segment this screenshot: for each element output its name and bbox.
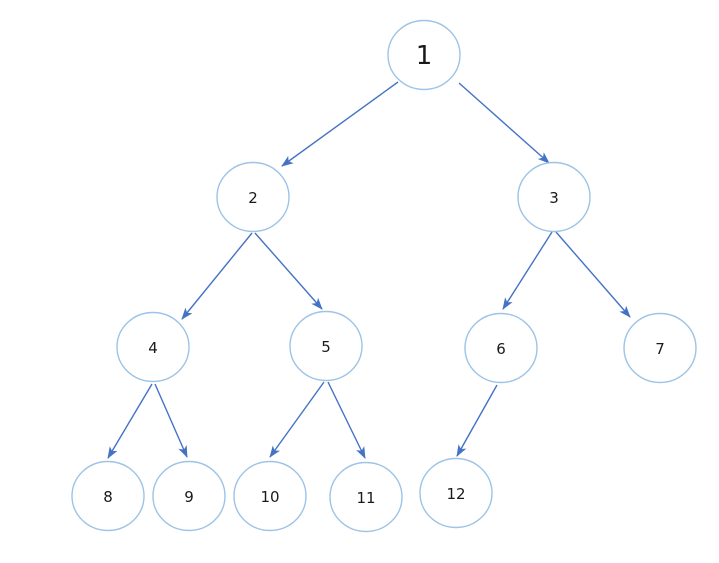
- edge-5-11: [327, 381, 366, 459]
- tree-node-5: 5: [289, 310, 363, 382]
- tree-node-7: 7: [623, 312, 697, 384]
- edge-6-12: [456, 384, 498, 457]
- tree-node-8: 8: [71, 460, 145, 532]
- tree-node-10: 10: [233, 460, 307, 532]
- node-label-10: 10: [260, 488, 279, 506]
- node-circle-3: [517, 161, 591, 233]
- edge-2-5: [254, 232, 323, 310]
- tree-node-12: 12: [419, 457, 493, 529]
- node-label-11: 11: [356, 489, 375, 507]
- node-label-6: 6: [496, 340, 506, 358]
- node-label-7: 7: [655, 340, 665, 358]
- node-circle-11: [329, 461, 403, 533]
- tree-node-6: 6: [464, 312, 538, 384]
- edges-layer: [107, 81, 631, 459]
- edge-1-2: [281, 81, 399, 167]
- edge-2-4: [181, 232, 253, 320]
- node-circle-2: [216, 161, 290, 233]
- edge-3-7: [555, 231, 631, 318]
- node-circle-8: [71, 460, 145, 532]
- node-circle-6: [464, 312, 538, 384]
- node-circle-1: [387, 19, 461, 91]
- node-label-3: 3: [549, 189, 559, 207]
- node-circle-9: [152, 460, 226, 532]
- edge-3-6: [502, 231, 553, 310]
- tree-node-4: 4: [116, 311, 190, 383]
- tree-node-9: 9: [152, 460, 226, 532]
- node-label-2: 2: [248, 189, 258, 207]
- node-label-8: 8: [103, 488, 113, 506]
- node-label-5: 5: [321, 338, 331, 356]
- edge-4-9: [154, 383, 188, 458]
- node-label-9: 9: [184, 488, 194, 506]
- node-circle-4: [116, 311, 190, 383]
- node-circle-12: [419, 457, 493, 529]
- tree-node-11: 11: [329, 461, 403, 533]
- node-label-12: 12: [446, 485, 465, 503]
- tree-node-3: 3: [517, 161, 591, 233]
- node-circle-10: [233, 460, 307, 532]
- node-circle-5: [289, 310, 363, 382]
- node-circle-7: [623, 312, 697, 384]
- tree-node-2: 2: [216, 161, 290, 233]
- node-label-1: 1: [416, 41, 433, 71]
- edge-4-8: [107, 383, 153, 459]
- edge-5-10: [269, 381, 325, 458]
- node-label-4: 4: [148, 339, 158, 357]
- tree-node-1: 1: [387, 19, 461, 91]
- edge-1-3: [458, 82, 550, 164]
